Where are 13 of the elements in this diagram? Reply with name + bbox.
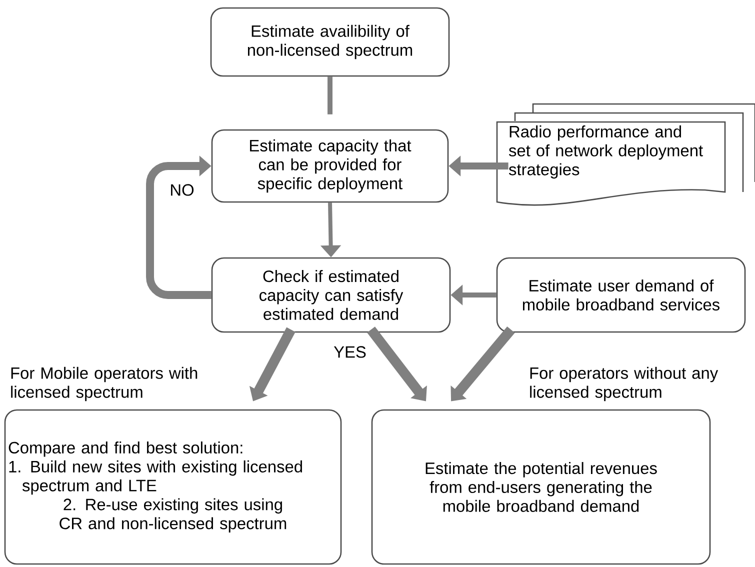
process-box: Estimate availibility of non-licensed spectrum [210,7,450,77]
decision-box: Check if estimated capacity can satisfy estimated demand [211,257,451,333]
edge-label: For Mobile operators with licensed spectrum [11,366,198,402]
process-box: Estimate capacity that can be provided for specific deployment [211,129,449,203]
arrow [146,156,212,299]
edge-label: For operators without any licensed spectrum [530,366,718,402]
process-box: Compare and find best solution: 1. Build new sites with existing licensed spectrum and LTE 2. Re-use existing sites using CR and non-licensed spectrum [4,409,342,565]
process-box: Estimate the potential revenues from end-users generating the mobile broadband demand [371,409,711,565]
document-stack: Radio performance and set of network deployment strategies [496,103,755,206]
branch-label: YES [334,346,366,358]
process-box: Estimate user demand of mobile broadband services [496,257,746,333]
arrow [450,326,515,402]
edge-label: NO [171,184,194,196]
